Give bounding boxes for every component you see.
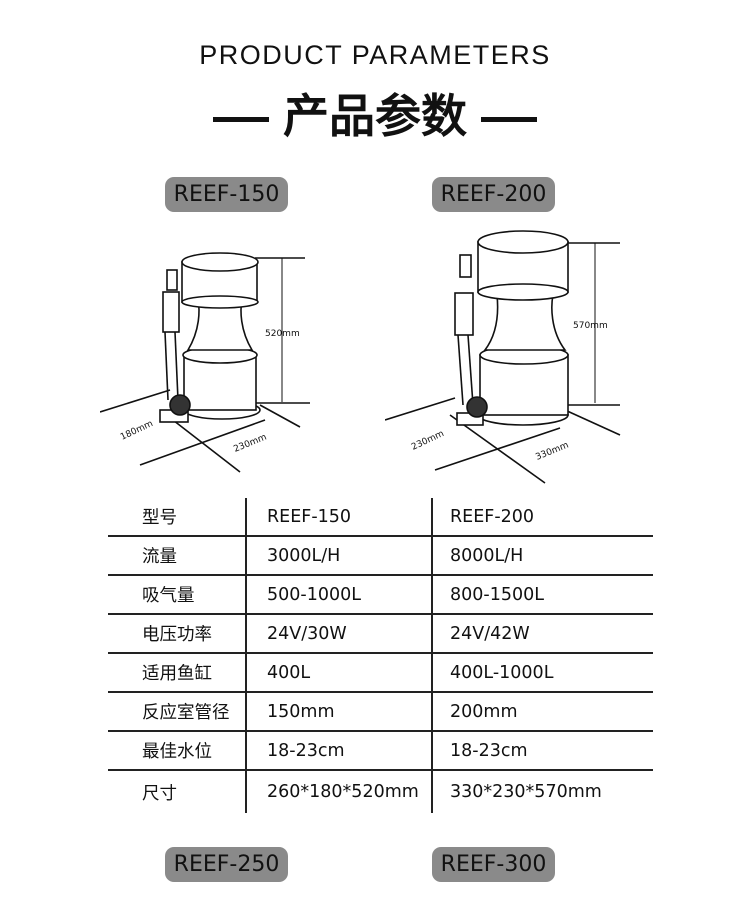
skimmer-diagram-reef-150: 520mm 180mm 230mm xyxy=(100,252,310,473)
param-label: 电压功率 xyxy=(108,614,246,654)
width-label: 330mm xyxy=(534,441,570,463)
model-badge-reef-150: REEF-150 xyxy=(165,177,288,212)
height-label: 520mm xyxy=(265,329,300,339)
model-badge-reef-300: REEF-300 xyxy=(432,847,555,882)
param-value: 330*230*570mm xyxy=(450,782,602,802)
param-label: 反应室管径 xyxy=(108,692,246,732)
param-value: 260*180*520mm xyxy=(245,770,433,813)
param-value: 800-1500L xyxy=(432,575,653,615)
param-value: 8000L/H xyxy=(432,536,653,576)
param-label: 流量 xyxy=(108,536,246,576)
table-row: 尺寸 260*180*520mm 330*230*570mm xyxy=(108,770,653,813)
param-value: 18-23cm xyxy=(245,731,433,771)
param-label: 吸气量 xyxy=(108,575,246,615)
param-value: 18-23cm xyxy=(432,731,653,771)
skimmer-diagram-reef-200: 570mm 230mm 330mm xyxy=(385,230,621,484)
param-label: 最佳水位 xyxy=(108,731,246,771)
param-value: 150mm xyxy=(245,692,433,732)
height-label: 570mm xyxy=(573,321,608,331)
param-value: 400L xyxy=(245,653,433,693)
param-value: 3000L/H xyxy=(245,536,433,576)
divider xyxy=(481,117,537,122)
width-label: 230mm xyxy=(232,433,268,455)
param-value: 24V/42W xyxy=(432,614,653,654)
model-badge-reef-200: REEF-200 xyxy=(432,177,555,212)
param-value: 500-1000L xyxy=(245,575,433,615)
model-badge-reef-250: REEF-250 xyxy=(165,847,288,882)
param-value: REEF-150 xyxy=(245,498,433,537)
depth-label: 180mm xyxy=(119,419,155,443)
param-label: 尺寸 xyxy=(142,783,177,804)
param-value: 200mm xyxy=(432,692,653,732)
title-chinese-text: 产品参数 xyxy=(283,89,467,143)
depth-label: 230mm xyxy=(410,429,446,453)
param-label: 适用鱼缸 xyxy=(108,653,246,693)
param-value: REEF-200 xyxy=(432,498,653,537)
divider xyxy=(213,117,269,122)
param-label: 型号 xyxy=(108,498,246,537)
title-chinese: 产品参数 xyxy=(0,80,750,146)
param-value: 24V/30W xyxy=(245,614,433,654)
param-value: 400L-1000L xyxy=(432,653,653,693)
title-english: PRODUCT PARAMETERS xyxy=(199,40,551,70)
